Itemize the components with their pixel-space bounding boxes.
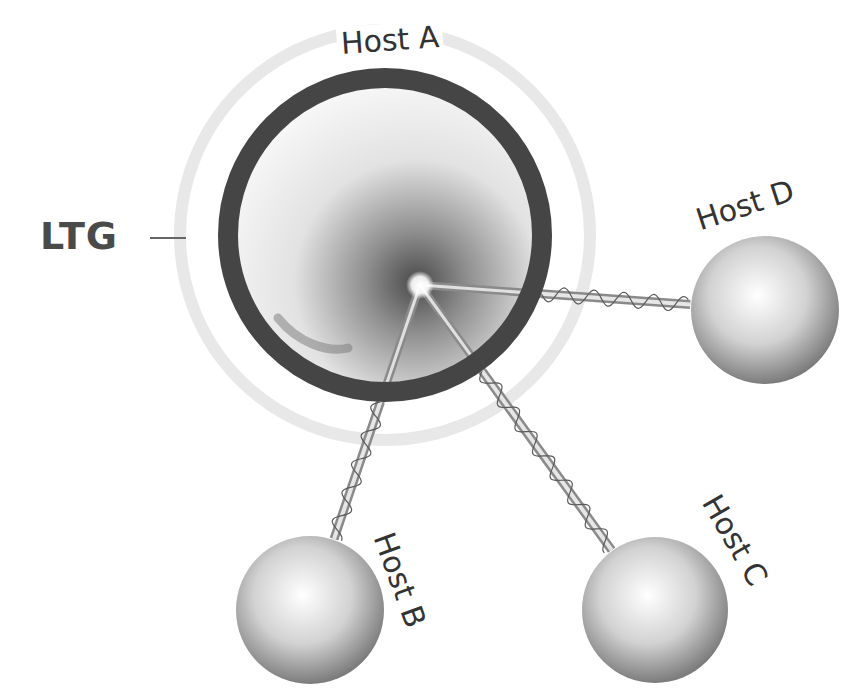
- cable-inner: [482, 371, 612, 550]
- host-sphere-shape: [690, 235, 840, 385]
- hub-glow: [406, 271, 434, 299]
- host-body: [228, 78, 542, 392]
- host-sphere: [582, 537, 728, 683]
- cable-outer: [334, 402, 380, 539]
- host-sphere-node: Host C: [581, 536, 729, 684]
- surface-shade: [278, 318, 348, 349]
- wrapped-cable-connector: [541, 288, 690, 311]
- outer-halo-ring: [180, 30, 590, 440]
- cable-coil: [480, 371, 608, 553]
- part-label: LTG: [40, 216, 118, 258]
- cable-outer: [482, 371, 612, 550]
- host-sphere-node: Host B: [235, 535, 385, 685]
- host-sphere: [236, 536, 384, 684]
- cable-inner: [334, 402, 380, 539]
- host-sphere: [691, 236, 839, 384]
- leader-line: [150, 237, 186, 239]
- host-ring-node: Host A: [218, 68, 552, 402]
- host-sphere-shape: [581, 536, 729, 684]
- cable-coil: [332, 402, 380, 541]
- wrapped-cable-connector: [480, 371, 612, 553]
- host-label: Host A: [336, 20, 444, 60]
- host-sphere-node: Host D: [690, 235, 840, 385]
- host-ring-shape: [218, 68, 552, 402]
- cable-coil: [541, 288, 688, 311]
- host-sphere-shape: [235, 535, 385, 685]
- host-label: Host D: [688, 172, 802, 237]
- wrapped-cable-connector: [332, 402, 380, 541]
- host-ring: [228, 78, 542, 392]
